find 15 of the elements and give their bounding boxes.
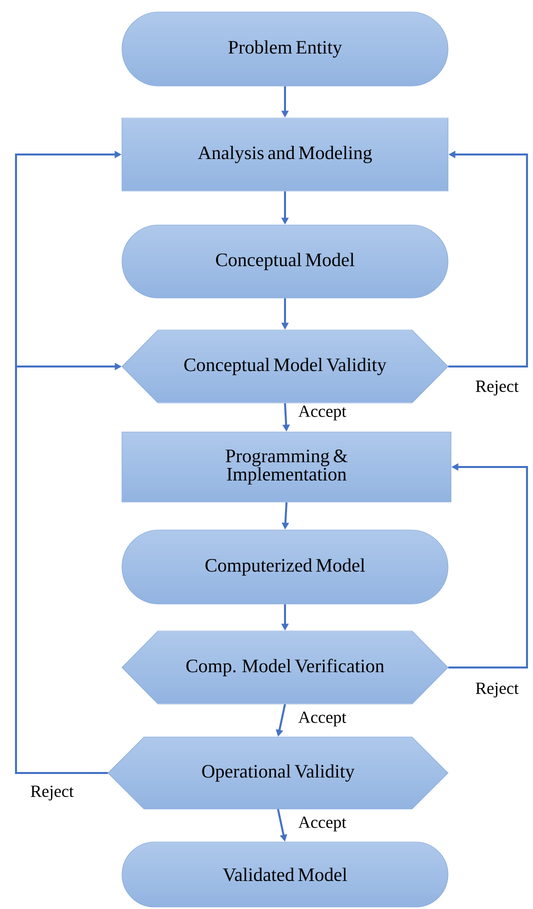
edge-label: Accept bbox=[297, 816, 348, 832]
decision-hexagon: Comp. Model Verification bbox=[122, 630, 448, 704]
edge-label: Reject bbox=[474, 380, 520, 396]
rounded-box: Problem Entity bbox=[122, 12, 448, 86]
process-box: Analysis and Modeling bbox=[122, 118, 448, 192]
edge-label: Accept bbox=[297, 404, 348, 422]
decision-hexagon: Conceptual Model Validity bbox=[122, 330, 448, 404]
rounded-box: Conceptual Model bbox=[122, 224, 448, 298]
process-box: Programming & Implementation bbox=[122, 432, 452, 502]
rounded-box: Validated Model bbox=[122, 842, 448, 908]
edge-label: Reject bbox=[29, 784, 75, 802]
rounded-box: Computerized Model bbox=[122, 530, 448, 604]
decision-hexagon: Operational Validity bbox=[108, 736, 448, 810]
edge-label: Accept bbox=[297, 710, 348, 728]
edge-label: Reject bbox=[474, 682, 520, 698]
